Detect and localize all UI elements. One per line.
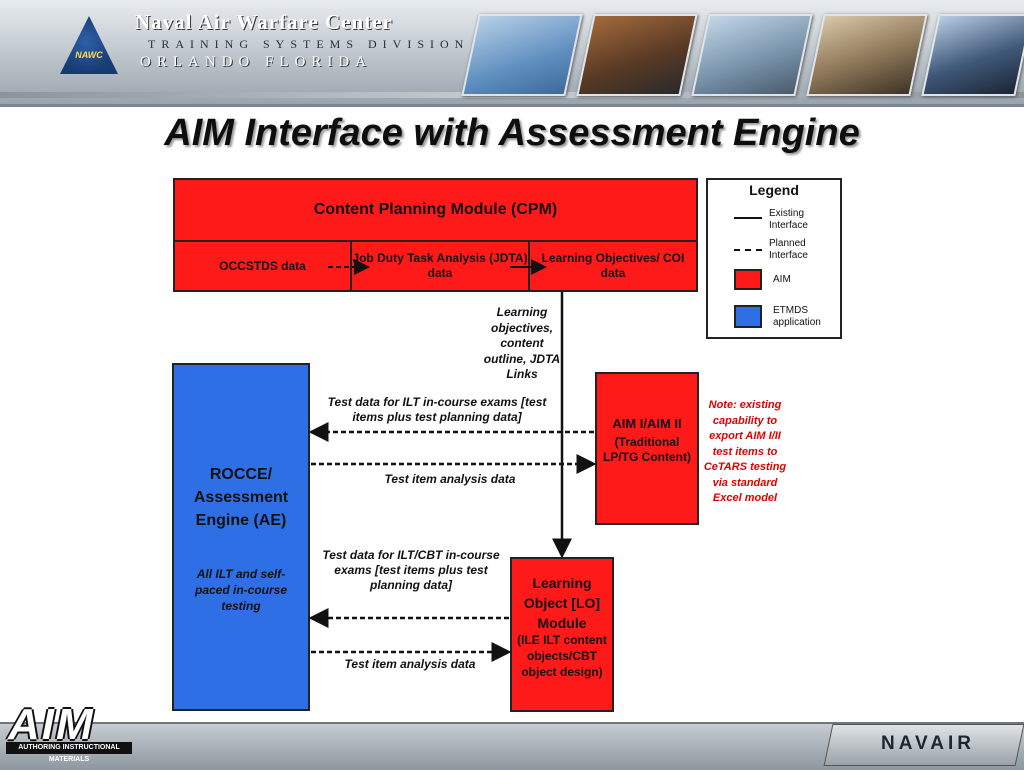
header-photo-personnel (806, 14, 928, 96)
legend-planned-label: Planned Interface (769, 238, 808, 261)
test-data-ilt-annotation: Test data for ILT in-course exams [test … (327, 395, 547, 424)
lo-links-annotation: Learning objectives, content outline, JD… (483, 305, 561, 381)
aim-box-title: AIM I/AIM II (612, 416, 682, 431)
lo-module-title: Learning Object [LO] Module (523, 575, 601, 631)
test-data-ilt-cbt-annotation: Test data for ILT/CBT in-course exams [t… (322, 548, 500, 592)
learning-objectives-box: Learning Objectives/ COI data (528, 240, 698, 292)
header-photo-submarine (921, 14, 1024, 96)
legend-box (706, 178, 842, 339)
aim-logo: AIM (8, 700, 95, 749)
rocce-ae-subtitle: All ILT and self-paced in-course testing (194, 567, 288, 613)
legend-title: Legend (749, 182, 799, 198)
occstds-box: OCCSTDS data (173, 240, 352, 292)
header-photo-jet (461, 14, 583, 96)
aim-box (595, 372, 699, 525)
test-item-analysis-annotation-2: Test item analysis data (344, 657, 476, 671)
aim-box-subtitle: (Traditional LP/TG Content) (603, 435, 691, 464)
legend-planned-line (734, 249, 762, 251)
page-title: AIM Interface with Assessment Engine (164, 112, 860, 154)
test-item-analysis-annotation-1: Test item analysis data (384, 472, 516, 486)
rocce-ae-box (172, 363, 310, 711)
lo-module-subtitle: (ILE ILT content objects/CBT object desi… (517, 633, 607, 679)
header-location: ORLANDO FLORIDA (140, 54, 373, 70)
legend-etmds-swatch (734, 305, 762, 328)
legend-existing-label: Existing Interface (769, 208, 808, 231)
aim-logo-subtitle: AUTHORING INSTRUCTIONAL MATERIALS (6, 742, 132, 763)
jdta-box: Job Duty Task Analysis (JDTA) data (350, 240, 530, 292)
rocce-ae-title: ROCCE/ Assessment Engine (AE) (193, 466, 289, 529)
navair-logo: NAVAIR (880, 733, 976, 754)
header-title: Naval Air Warfare Center (135, 10, 393, 34)
header-photo-ship (691, 14, 813, 96)
nawc-logo-text: NAWC (75, 50, 103, 60)
lo-module-box (510, 557, 614, 712)
cpm-box: Content Planning Module (CPM) (173, 178, 698, 242)
header-subtitle: TRAINING SYSTEMS DIVISION (148, 37, 470, 51)
legend-aim-label: AIM (773, 274, 791, 285)
legend-aim-swatch (734, 269, 762, 290)
export-capability-note: Note: existing capability to export AIM … (703, 399, 787, 504)
legend-etmds-label: ETMDS application (773, 305, 821, 328)
header-photo-pilot (576, 14, 698, 96)
legend-existing-line (734, 217, 762, 219)
